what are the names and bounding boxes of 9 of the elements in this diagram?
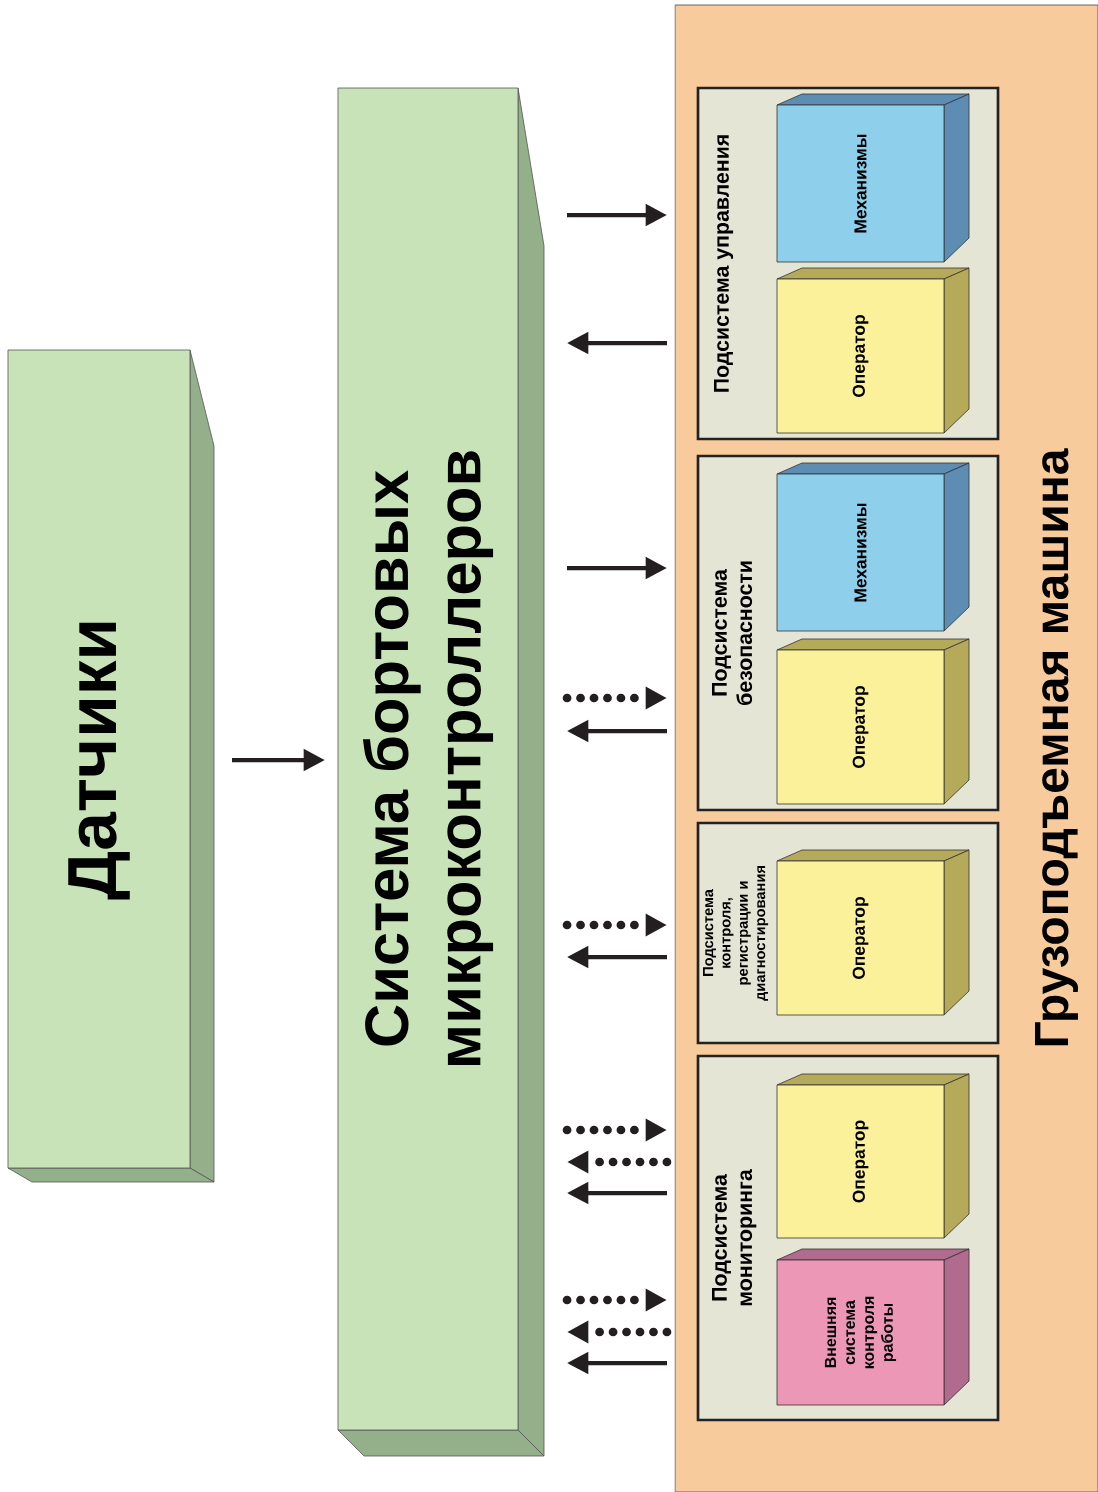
cube: Оператор <box>776 849 970 1016</box>
cube: Внешняя система контроля работы <box>776 1248 970 1406</box>
prism-block: Датчики <box>7 349 215 1183</box>
cube: Механизмы <box>776 462 970 632</box>
cube: Оператор <box>776 638 970 805</box>
cube: Механизмы <box>776 93 970 263</box>
cube: Оператор <box>776 1073 970 1239</box>
cube: Оператор <box>776 267 970 434</box>
prism-block: Система бортовых микроконтроллеров <box>337 87 545 1457</box>
